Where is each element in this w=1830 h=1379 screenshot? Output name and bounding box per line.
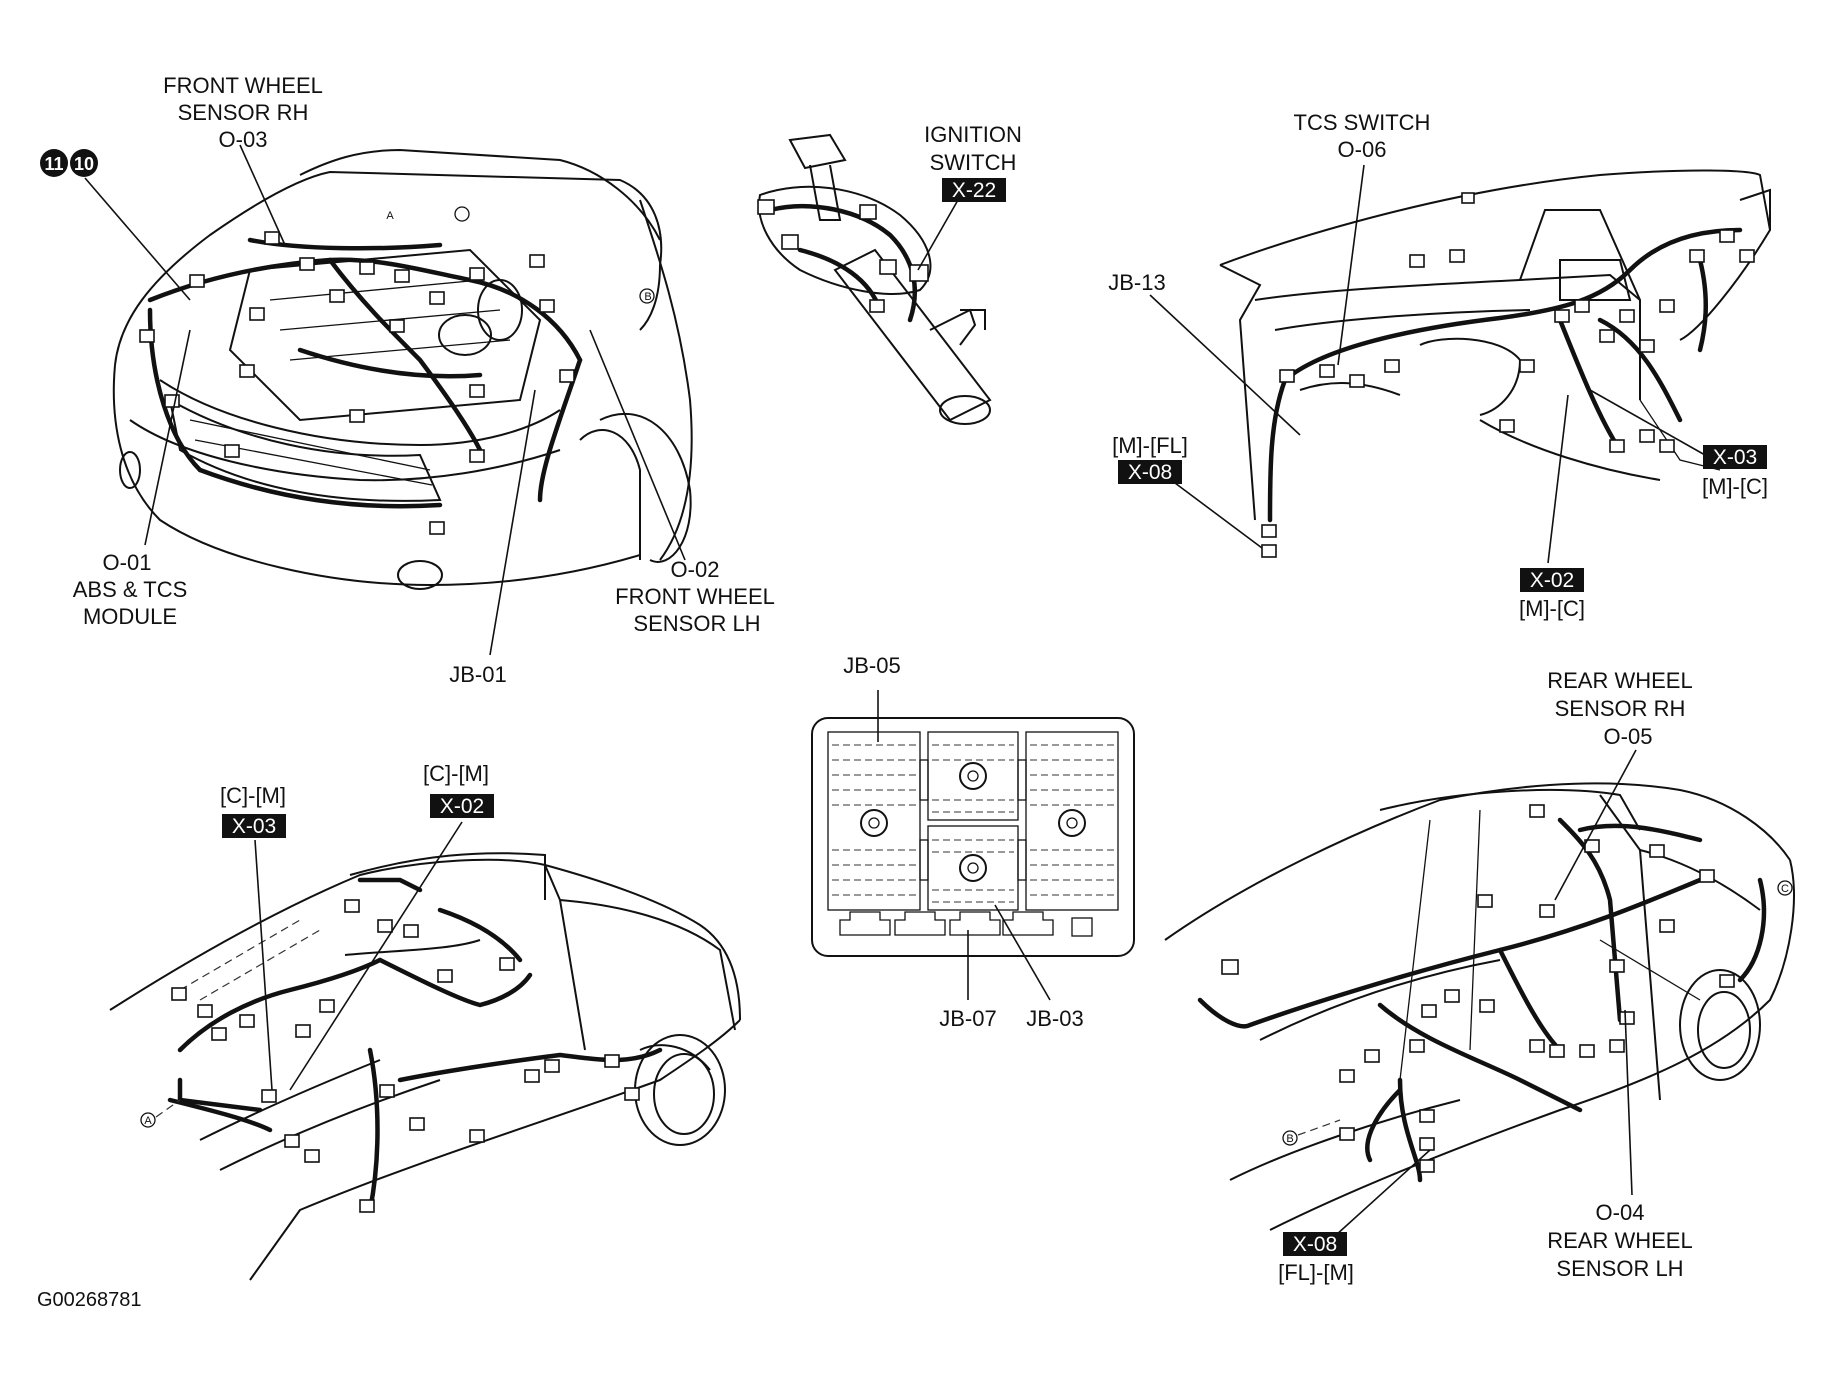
svg-text:[M]-[C]: [M]-[C] [1702, 474, 1768, 499]
diagram-id: G00268781 [37, 1289, 142, 1311]
svg-text:TCS SWITCH: TCS SWITCH [1294, 110, 1431, 135]
svg-text:X-08: X-08 [1128, 461, 1172, 484]
rear-marker-c-label: C [1781, 883, 1789, 895]
cabin-x02-callout: [C]-[M] X-02 [423, 761, 494, 818]
cabin-front-illustration [109, 852, 741, 1281]
abs-tcs-module-label: O-01 ABS & TCS MODULE [73, 550, 188, 629]
rear-marker-b-label: B [1286, 1133, 1293, 1145]
dash-x08-callout: [M]-[FL] X-08 [1112, 433, 1188, 484]
svg-text:O-03: O-03 [219, 127, 268, 152]
jb-13-label: JB-13 [1108, 270, 1165, 295]
x22-tag: X-22 [942, 178, 1006, 202]
svg-text:SENSOR LH: SENSOR LH [633, 611, 760, 636]
badge-11: 11 [44, 154, 63, 174]
jb-01-label: JB-01 [449, 662, 506, 687]
cabin-rear-illustration [1164, 782, 1795, 1231]
cabin-marker-a-label: A [144, 1115, 152, 1127]
svg-text:SENSOR RH: SENSOR RH [178, 100, 309, 125]
svg-text:REAR WHEEL: REAR WHEEL [1547, 668, 1692, 693]
dash-x02-callout: X-02 [M]-[C] [1519, 568, 1585, 621]
engine-bay-illustration [112, 148, 693, 590]
svg-text:X-02: X-02 [1530, 569, 1574, 592]
svg-text:[FL]-[M]: [FL]-[M] [1278, 1260, 1354, 1285]
svg-text:ABS & TCS: ABS & TCS [73, 577, 188, 602]
svg-text:O-04: O-04 [1596, 1200, 1645, 1225]
steering-column-illustration [757, 133, 992, 425]
svg-text:X-03: X-03 [232, 815, 276, 838]
svg-text:REAR WHEEL: REAR WHEEL [1547, 1228, 1692, 1253]
rear-x08-callout: X-08 [FL]-[M] [1278, 1232, 1354, 1285]
svg-text:[M]-[C]: [M]-[C] [1519, 596, 1585, 621]
svg-text:SENSOR LH: SENSOR LH [1556, 1256, 1683, 1281]
svg-text:[M]-[FL]: [M]-[FL] [1112, 433, 1188, 458]
cabin-x03-callout: [C]-[M] X-03 [220, 783, 286, 838]
svg-text:SENSOR RH: SENSOR RH [1555, 696, 1686, 721]
dashboard-illustration [1219, 169, 1772, 558]
ignition-switch-label: IGNITION SWITCH [924, 122, 1022, 175]
svg-text:IGNITION: IGNITION [924, 122, 1022, 147]
badge-10: 10 [74, 154, 94, 174]
svg-text:FRONT WHEEL: FRONT WHEEL [615, 584, 775, 609]
tcs-switch-label: TCS SWITCH O-06 [1294, 110, 1431, 162]
jb-07-label: JB-07 [939, 1006, 996, 1031]
svg-text:SWITCH: SWITCH [930, 150, 1017, 175]
marker-b-label: B [644, 291, 651, 303]
dash-x03-callout: X-03 [M]-[C] [1702, 445, 1768, 499]
svg-text:O-05: O-05 [1604, 724, 1653, 749]
svg-text:O-02: O-02 [671, 557, 720, 582]
svg-text:X-22: X-22 [952, 179, 996, 202]
junction-box-illustration [811, 717, 1135, 957]
svg-text:O-06: O-06 [1338, 137, 1387, 162]
step-badges: 11 10 [40, 149, 98, 177]
svg-text:[C]-[M]: [C]-[M] [423, 761, 489, 786]
front-wheel-sensor-lh-label: O-02 FRONT WHEEL SENSOR LH [615, 557, 775, 636]
rear-wheel-sensor-rh-label: REAR WHEEL SENSOR RH O-05 [1547, 668, 1692, 749]
rear-wheel-sensor-lh-label: O-04 REAR WHEEL SENSOR LH [1547, 1200, 1692, 1281]
jb-03-label: JB-03 [1026, 1006, 1083, 1031]
svg-text:X-03: X-03 [1713, 446, 1757, 469]
svg-text:X-08: X-08 [1293, 1233, 1337, 1256]
svg-text:MODULE: MODULE [83, 604, 177, 629]
svg-text:[C]-[M]: [C]-[M] [220, 783, 286, 808]
svg-text:FRONT WHEEL: FRONT WHEEL [163, 73, 323, 98]
jb-05-label: JB-05 [843, 653, 900, 678]
svg-text:X-02: X-02 [440, 795, 484, 818]
front-wheel-sensor-rh-label: FRONT WHEEL SENSOR RH O-03 [163, 73, 323, 152]
marker-a-label: A [386, 210, 394, 222]
svg-text:O-01: O-01 [103, 550, 152, 575]
